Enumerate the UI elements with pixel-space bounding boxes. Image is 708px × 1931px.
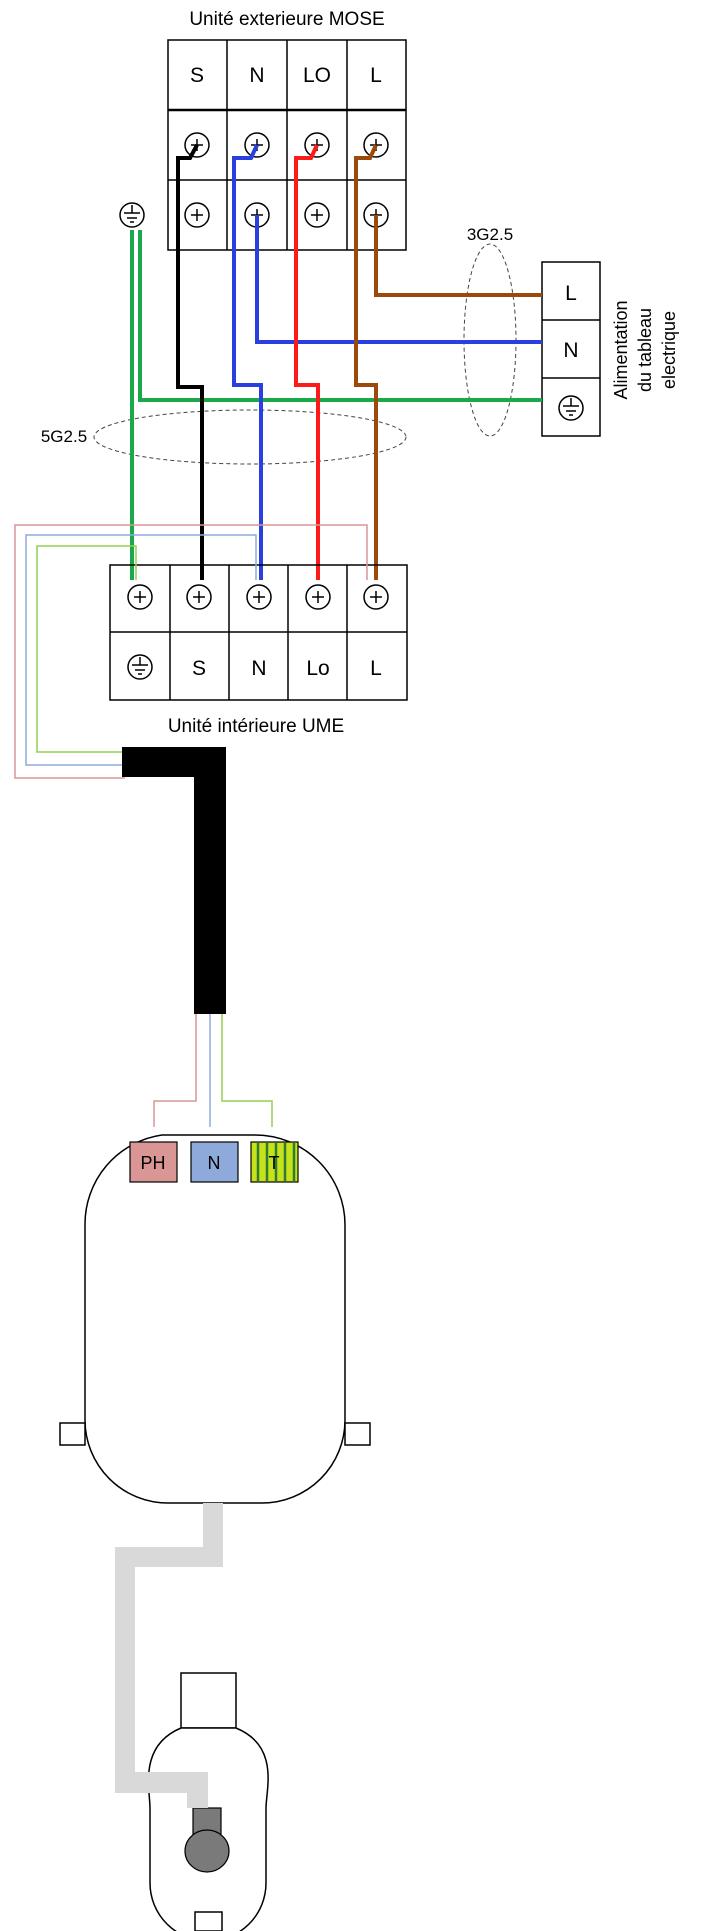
motor-connector: PH N T — [129, 1141, 299, 1183]
link-wires — [130, 144, 378, 580]
earth-icon — [119, 202, 145, 228]
earth-icon — [558, 395, 584, 421]
indoor-terminal-l: L — [370, 657, 382, 680]
motor-leads — [153, 1014, 273, 1127]
ph-terminal — [129, 1141, 178, 1183]
supply-wires — [138, 215, 542, 402]
motor-left-tab — [59, 1422, 86, 1446]
outdoor-terminal-block — [167, 39, 407, 251]
sensor — [147, 1672, 269, 1931]
indoor-terminal-n: N — [251, 657, 266, 680]
outdoor-terminal-s: S — [190, 64, 204, 87]
screw-icon — [305, 584, 331, 610]
link-cable-label: 5G2.5 — [41, 427, 87, 446]
motor-right-tab — [344, 1422, 371, 1446]
n-terminal — [190, 1141, 239, 1183]
green-wire-supply — [138, 230, 542, 402]
thin-blue-wire — [25, 534, 257, 766]
screw-icon — [127, 584, 153, 610]
supply-label-line-1: Alimentation — [611, 300, 631, 399]
internal-cable — [122, 747, 226, 1014]
internal-thin-wires — [14, 524, 368, 779]
screw-icon — [363, 584, 389, 610]
blue-wire-supply — [255, 215, 542, 344]
lead-t — [221, 1014, 273, 1127]
supply-cable-label: 3G2.5 — [467, 225, 513, 244]
thin-green-wire — [36, 545, 137, 753]
t-terminal-stripes — [256, 1143, 296, 1181]
blue-wire — [232, 144, 263, 580]
thin-red-wire — [14, 524, 368, 779]
outdoor-terminal-l: L — [370, 64, 382, 87]
supply-terminal-n: N — [563, 339, 578, 362]
lead-ph — [153, 1014, 197, 1127]
screw-icon — [184, 202, 210, 228]
supply-label-line-3: electrique — [659, 311, 679, 389]
indoor-terminal-block — [109, 564, 408, 701]
brown-wire — [354, 144, 378, 580]
grey-conduit-end — [115, 1772, 208, 1808]
red-wire — [294, 144, 320, 580]
supply-terminal-l: L — [565, 282, 577, 305]
outdoor-terminal-n: N — [249, 64, 264, 87]
earth-icon — [127, 654, 153, 680]
supply-label: Alimentation du tableau electrique — [611, 300, 679, 399]
black-wire — [176, 144, 204, 580]
link-cable-marker — [93, 409, 407, 465]
sensor-head — [184, 1829, 230, 1873]
brown-wire-supply — [374, 215, 542, 297]
t-terminal-label: T — [269, 1153, 280, 1173]
supply-terminal-block — [541, 261, 601, 437]
outdoor-terminal-lo: LO — [303, 64, 331, 87]
ph-terminal-label: PH — [140, 1153, 165, 1173]
screw-icon — [246, 584, 272, 610]
supply-label-line-2: du tableau — [635, 308, 655, 392]
indoor-screws — [127, 584, 389, 610]
screw-icon — [186, 584, 212, 610]
screw-icon — [304, 202, 330, 228]
indoor-terminal-s: S — [192, 657, 206, 680]
indoor-terminal-lo: Lo — [306, 657, 329, 680]
indoor-unit-title: Unité intérieure UME — [168, 716, 344, 737]
motor-body — [84, 1134, 346, 1504]
n-terminal-label: N — [208, 1153, 221, 1173]
outdoor-unit-title: Unité exterieure MOSE — [189, 9, 384, 30]
